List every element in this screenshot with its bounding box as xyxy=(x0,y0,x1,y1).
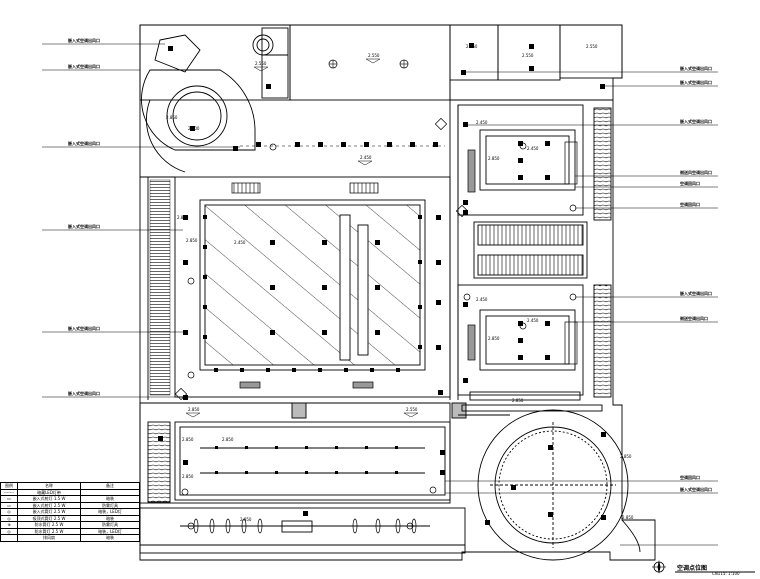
compass-icon xyxy=(652,560,666,574)
elev-corridor: 2.450 xyxy=(360,155,372,160)
room-top-r3 xyxy=(559,24,623,79)
callout-right-10: 嵌入式空调出风口 xyxy=(680,486,712,492)
stair-band-a xyxy=(477,224,584,246)
callout-right-4: 侧送风空调出风口 xyxy=(679,169,712,175)
elev-top-right-b: 2.550 xyxy=(522,53,534,58)
elev-bar-c: 2.850 xyxy=(182,474,194,479)
callout-right-7: 嵌入式空调出风口 xyxy=(680,290,712,296)
callout-right-1: 嵌入式空调出风口 xyxy=(680,65,712,71)
callout-right-6: 空调回风口 xyxy=(680,201,700,207)
room-top-center xyxy=(289,24,451,101)
elev-bottom-hall: 2.950 xyxy=(240,517,252,522)
elev-hall-b: 2.850 xyxy=(186,238,198,243)
elev-room-bot-b: 2.850 xyxy=(488,336,500,341)
callout-right-8: 侧送空调出风口 xyxy=(679,315,708,321)
callout-left-4: 嵌入式空调出风口 xyxy=(68,223,100,229)
round-room-outer xyxy=(477,409,629,561)
elev-room-top-a: 2.450 xyxy=(476,120,488,125)
elev-bar-b: 2.850 xyxy=(222,437,234,442)
elev-bar-a: 2.850 xyxy=(182,437,194,442)
elev-room-top-b: 2.850 xyxy=(488,156,500,161)
callout-right-2: 嵌入式空调出风口 xyxy=(680,79,712,85)
elev-round-room: 2.850 xyxy=(620,454,632,459)
right-room-upper xyxy=(457,104,584,216)
elev-bottom-left: 2.850 xyxy=(188,407,200,412)
legend-remark: 暗装，LED灯 xyxy=(80,527,140,535)
title-block: 空调点位图 CN115: 1:100 xyxy=(650,559,760,579)
callout-right-9: 空调回风口 xyxy=(680,474,700,480)
legend-remark: 暗装 xyxy=(80,514,140,522)
right-room-lower xyxy=(457,284,584,396)
callout-left-3: 嵌入式空调出风口 xyxy=(68,140,100,146)
legend-remark: 暗装，LED灯 xyxy=(80,508,140,516)
elev-bottom-right: 2.850 xyxy=(512,398,524,403)
drawing-title: 空调点位图 xyxy=(677,565,708,572)
elev-top-left: 2.550 xyxy=(255,61,267,66)
main-hall-ceiling xyxy=(199,199,426,371)
callout-left-2: 嵌入式空调出风口 xyxy=(68,63,100,69)
callout-left-1: 嵌入式空调出风口 xyxy=(68,37,100,43)
legend-remark: 防雾灯具 xyxy=(80,521,140,529)
bottom-corridor xyxy=(139,507,466,554)
elev-top-center: 2.550 xyxy=(368,53,380,58)
elev-bottom-mid: 2.550 xyxy=(406,407,418,412)
callout-right-3: 嵌入式空调出风口 xyxy=(680,118,712,124)
legend-name: 排风扇 xyxy=(17,534,81,542)
callout-left-6: 嵌入式空调出风口 xyxy=(68,390,100,396)
elev-top-right-a: 2.550 xyxy=(466,44,478,49)
legend-symbol xyxy=(0,534,18,542)
legend-row: 排风扇暗装 xyxy=(0,534,140,542)
elev-room-top-c: 2.450 xyxy=(527,146,539,151)
elev-hall-c: 2.450 xyxy=(234,240,246,245)
elev-circle-left-b: 2.400 xyxy=(188,126,200,131)
callout-left-5: 嵌入式空调出风口 xyxy=(68,325,100,331)
elev-top-right-c: 2.550 xyxy=(586,44,598,49)
stair-band-b xyxy=(477,254,584,276)
circle-room-left xyxy=(141,69,256,151)
callout-right-5: 空调回风口 xyxy=(680,180,700,186)
elev-room-bot-a: 2.450 xyxy=(476,297,488,302)
elev-round-room-b: 2.850 xyxy=(622,515,634,520)
elev-hall-a: 2.850 xyxy=(177,215,189,220)
elev-room-bot-c: 2.450 xyxy=(527,318,539,323)
drawing-scale: CN115: 1:100 xyxy=(712,571,740,576)
legend-remark: 暗装 xyxy=(80,534,140,542)
bar-room xyxy=(174,421,451,501)
elev-circle-left: 2.850 xyxy=(166,115,178,120)
